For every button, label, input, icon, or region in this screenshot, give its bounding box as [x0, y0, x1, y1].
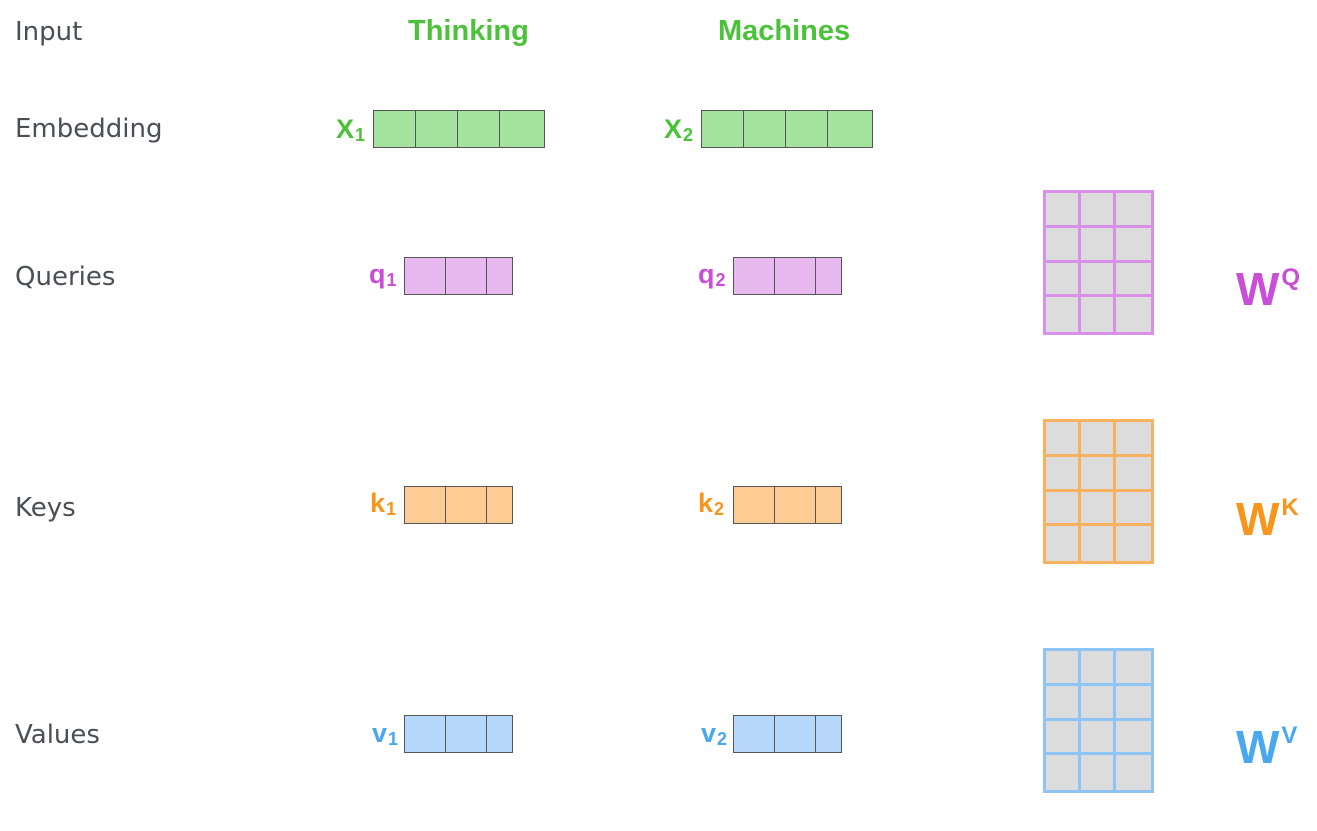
- vector-cell: [775, 258, 817, 294]
- matrix-cell: [1116, 193, 1151, 228]
- vector-cell: [487, 716, 512, 752]
- key-k1-label: k1: [370, 488, 397, 519]
- embedding-x1-label: X1: [336, 114, 366, 145]
- query-vector-q1: [404, 257, 513, 295]
- matrix-cell: [1046, 227, 1081, 263]
- query-q1-label: q1: [369, 259, 397, 290]
- matrix-cell: [1046, 193, 1081, 228]
- matrix-cell: [1081, 491, 1116, 527]
- matrix-cell: [1046, 720, 1081, 756]
- vector-cell: [775, 716, 817, 752]
- weight-matrix-key: [1043, 419, 1154, 564]
- row-label-values: Values: [15, 720, 100, 750]
- vector-cell: [786, 111, 828, 147]
- key-vector-k1: [404, 486, 513, 524]
- matrix-cell: [1081, 755, 1116, 790]
- vector-cell: [702, 111, 744, 147]
- matrix-cell: [1081, 651, 1116, 686]
- vector-cell: [744, 111, 786, 147]
- row-label-queries: Queries: [15, 262, 116, 292]
- matrix-cell: [1046, 262, 1081, 298]
- weight-matrix-query: [1043, 190, 1154, 335]
- embedding-x2-label: X2: [664, 114, 694, 145]
- matrix-cell: [1116, 651, 1151, 686]
- matrix-cell: [1046, 297, 1081, 332]
- vector-cell: [446, 258, 488, 294]
- row-label-embedding: Embedding: [15, 114, 163, 144]
- matrix-cell: [1046, 755, 1081, 790]
- vector-cell: [816, 258, 841, 294]
- vector-cell: [775, 487, 817, 523]
- row-label-keys: Keys: [15, 493, 76, 523]
- matrix-cell: [1116, 262, 1151, 298]
- vector-cell: [458, 111, 500, 147]
- weight-matrix-value: [1043, 648, 1154, 793]
- query-q2-label: q2: [698, 259, 726, 290]
- vector-cell: [405, 258, 447, 294]
- matrix-cell: [1116, 720, 1151, 756]
- embedding-vector-x2: [701, 110, 873, 148]
- vector-cell: [405, 716, 447, 752]
- matrix-cell: [1116, 755, 1151, 790]
- matrix-cell: [1081, 262, 1116, 298]
- matrix-cell: [1116, 297, 1151, 332]
- matrix-cell: [1116, 685, 1151, 721]
- vector-cell: [816, 487, 841, 523]
- matrix-cell: [1116, 526, 1151, 561]
- matrix-cell: [1116, 491, 1151, 527]
- vector-cell: [405, 487, 447, 523]
- matrix-cell: [1116, 227, 1151, 263]
- vector-cell: [446, 716, 488, 752]
- vector-cell: [816, 716, 841, 752]
- matrix-cell: [1046, 526, 1081, 561]
- vector-cell: [374, 111, 416, 147]
- vector-cell: [446, 487, 488, 523]
- vector-cell: [734, 258, 776, 294]
- matrix-cell: [1046, 491, 1081, 527]
- value-v2-label: v2: [701, 718, 728, 749]
- matrix-cell: [1081, 685, 1116, 721]
- matrix-cell: [1081, 422, 1116, 457]
- vector-cell: [734, 716, 776, 752]
- matrix-cell: [1081, 193, 1116, 228]
- matrix-cell: [1046, 422, 1081, 457]
- vector-cell: [416, 111, 458, 147]
- embedding-vector-x1: [373, 110, 545, 148]
- vector-cell: [828, 111, 870, 147]
- matrix-cell: [1081, 227, 1116, 263]
- matrix-cell: [1116, 422, 1151, 457]
- weight-label-wv: WV: [1236, 721, 1298, 773]
- matrix-cell: [1081, 720, 1116, 756]
- weight-label-wq: WQ: [1236, 263, 1301, 315]
- key-k2-label: k2: [698, 488, 725, 519]
- matrix-cell: [1081, 297, 1116, 332]
- value-v1-label: v1: [372, 718, 399, 749]
- matrix-cell: [1116, 456, 1151, 492]
- matrix-cell: [1081, 526, 1116, 561]
- input-word-thinking: Thinking: [408, 15, 529, 47]
- vector-cell: [487, 258, 512, 294]
- weight-label-wk: WK: [1236, 493, 1299, 545]
- value-vector-v2: [733, 715, 842, 753]
- vector-cell: [487, 487, 512, 523]
- vector-cell: [734, 487, 776, 523]
- key-vector-k2: [733, 486, 842, 524]
- row-label-input: Input: [15, 17, 83, 47]
- input-word-machines: Machines: [718, 15, 851, 47]
- matrix-cell: [1046, 651, 1081, 686]
- query-vector-q2: [733, 257, 842, 295]
- matrix-cell: [1046, 685, 1081, 721]
- vector-cell: [500, 111, 542, 147]
- matrix-cell: [1046, 456, 1081, 492]
- value-vector-v1: [404, 715, 513, 753]
- matrix-cell: [1081, 456, 1116, 492]
